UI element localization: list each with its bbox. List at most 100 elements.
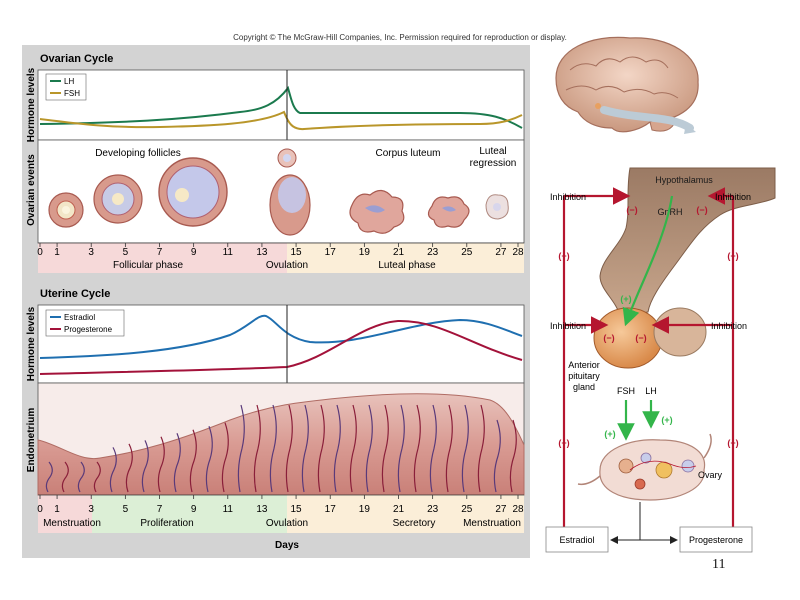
day-tick-label: 23 — [427, 247, 439, 258]
day-tick-label: 0 — [37, 247, 43, 258]
spiral-artery — [413, 404, 421, 493]
progesterone-curve — [39, 319, 523, 375]
lh-curve — [39, 85, 523, 129]
estradiol-curve — [39, 314, 523, 359]
menstruation-band-1 — [38, 495, 92, 533]
uterine-cycle-title: Uterine Cycle — [40, 288, 110, 300]
endometrium-ylabel: Endometrium — [26, 408, 37, 473]
spiral-artery — [205, 426, 213, 493]
ovary-label: Ovary — [698, 470, 723, 480]
secretory-band — [287, 495, 524, 533]
day-tick-label: 28 — [512, 247, 524, 258]
minus-pituitary-right: (−) — [635, 333, 646, 343]
anterior-label-3: gland — [573, 382, 595, 392]
spiral-artery — [237, 404, 245, 493]
endometrial-glands — [45, 404, 517, 493]
zoom-arrow — [600, 106, 694, 132]
spiral-artery — [429, 404, 437, 493]
ovarian-hormone-plot — [37, 69, 525, 141]
inhibition-label-4: Inhibition — [711, 321, 747, 331]
luteal-regression-label-2: regression — [470, 158, 517, 169]
day-tick-label: 17 — [325, 504, 337, 515]
spiral-artery — [317, 404, 325, 493]
ovarian-legend — [45, 73, 87, 101]
lh-plus-label: (+) — [661, 415, 672, 425]
day-tick-label: 27 — [495, 504, 507, 515]
ovarian-hormone-ylabel: Hormone levels — [26, 67, 37, 142]
day-tick-label: 1 — [54, 247, 60, 258]
day-tick-label: 19 — [359, 247, 371, 258]
ovulating-follicle — [269, 148, 311, 236]
spiral-artery — [189, 429, 197, 493]
lh-label: LH — [645, 386, 657, 396]
spiral-artery — [509, 419, 517, 493]
follicle-3 — [158, 157, 228, 227]
proliferation-band — [92, 495, 287, 533]
hypothalamus-label: Hypothalamus — [655, 175, 713, 185]
day-tick-label: 25 — [461, 247, 473, 258]
gnrh-label: GnRH — [657, 207, 682, 217]
fsh-plus-label: (+) — [604, 429, 615, 439]
day-tick-label: 0 — [37, 504, 43, 515]
fsh-label: FSH — [617, 386, 635, 396]
day-tick-label: 11 — [223, 247, 234, 258]
day-tick-label: 21 — [393, 504, 405, 515]
spiral-artery — [125, 443, 133, 493]
spiral-artery — [349, 404, 357, 493]
spiral-artery — [45, 461, 53, 493]
day-tick-label: 19 — [359, 504, 371, 515]
lh-legend-label: LH — [64, 77, 74, 86]
gnrh-plus-label: (+) — [620, 294, 631, 304]
corpus-luteum-label: Corpus luteum — [375, 148, 440, 159]
day-tick-label: 9 — [191, 504, 197, 515]
day-tick-label: 7 — [157, 247, 163, 258]
developing-follicles-label: Developing follicles — [95, 148, 181, 159]
spiral-artery — [173, 433, 181, 493]
spiral-artery — [445, 404, 453, 493]
minus-hypothalamus-right: (−) — [696, 205, 707, 215]
spiral-artery — [157, 436, 165, 493]
minus-right-upper: (−) — [727, 251, 738, 261]
luteal-regression-label-1: Luteal — [479, 146, 506, 157]
spiral-artery — [93, 461, 101, 493]
gnrh-stimulation-arrow — [622, 195, 674, 327]
progesterone-box-label: Progesterone — [689, 535, 743, 545]
day-tick-label: 3 — [88, 504, 94, 515]
spiral-artery — [397, 404, 405, 493]
spiral-artery — [77, 461, 85, 493]
progesterone-box — [679, 526, 753, 553]
menstruation-label-2: Menstruation — [463, 518, 521, 529]
day-tick-label: 11 — [223, 504, 234, 515]
day-tick-label: 13 — [256, 247, 268, 258]
spiral-artery — [269, 404, 277, 493]
secretory-label: Secretory — [393, 518, 436, 529]
fsh-curve — [39, 110, 523, 131]
luteal-phase-label: Luteal phase — [378, 260, 436, 271]
days-axis-label: Days — [275, 540, 299, 551]
minus-left-upper: (−) — [558, 251, 569, 261]
anterior-label-2: pituitary — [568, 371, 600, 381]
estradiol-box — [545, 526, 609, 553]
inhibition-label-2: Inhibition — [715, 192, 751, 202]
uterine-legend — [45, 309, 125, 337]
spiral-artery — [381, 404, 389, 493]
page-number: 11 — [712, 557, 726, 572]
luteal-phase-band — [287, 243, 524, 273]
brain-illustration — [555, 36, 699, 133]
ovulation-label-ovarian: Ovulation — [266, 260, 308, 271]
menstruation-label-1: Menstruation — [43, 518, 101, 529]
spiral-artery — [253, 404, 261, 493]
day-tick-label: 21 — [393, 247, 405, 258]
day-tick-label: 28 — [512, 504, 524, 515]
day-tick-label: 7 — [157, 504, 163, 515]
minus-right-lower: (−) — [727, 438, 738, 448]
ovarian-cycle-title: Ovarian Cycle — [40, 53, 113, 65]
follicle-1 — [48, 192, 84, 228]
spiral-artery — [493, 419, 501, 493]
minus-pituitary-left: (−) — [603, 333, 614, 343]
ovary-illustration — [577, 433, 712, 501]
spiral-artery — [285, 404, 293, 493]
